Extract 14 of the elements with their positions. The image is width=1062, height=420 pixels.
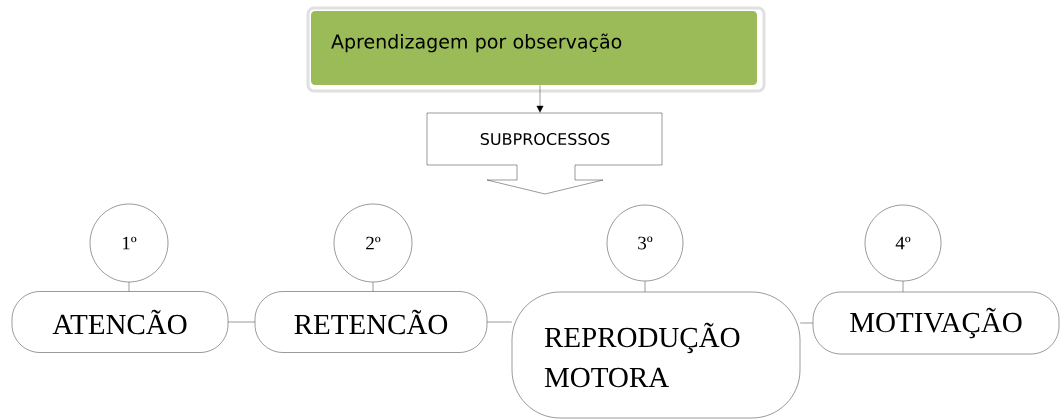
connector	[487, 321, 512, 323]
connector	[902, 281, 904, 292]
stage-box: RETENCÃO	[254, 291, 488, 353]
connector	[644, 281, 646, 292]
connector	[800, 322, 813, 324]
connector	[228, 321, 255, 323]
connector	[372, 282, 374, 292]
callout-arrow-box: SUBPROCESSOS	[426, 112, 663, 195]
stage-box: REPRODUÇÃO MOTORA	[511, 291, 801, 419]
stage-box: ATENCÃO	[11, 291, 229, 353]
stage-box: MOTIVAÇÃO	[812, 291, 1060, 355]
connector	[128, 282, 130, 292]
title-box: Aprendizagem por observação	[306, 6, 766, 93]
connector	[536, 85, 544, 113]
